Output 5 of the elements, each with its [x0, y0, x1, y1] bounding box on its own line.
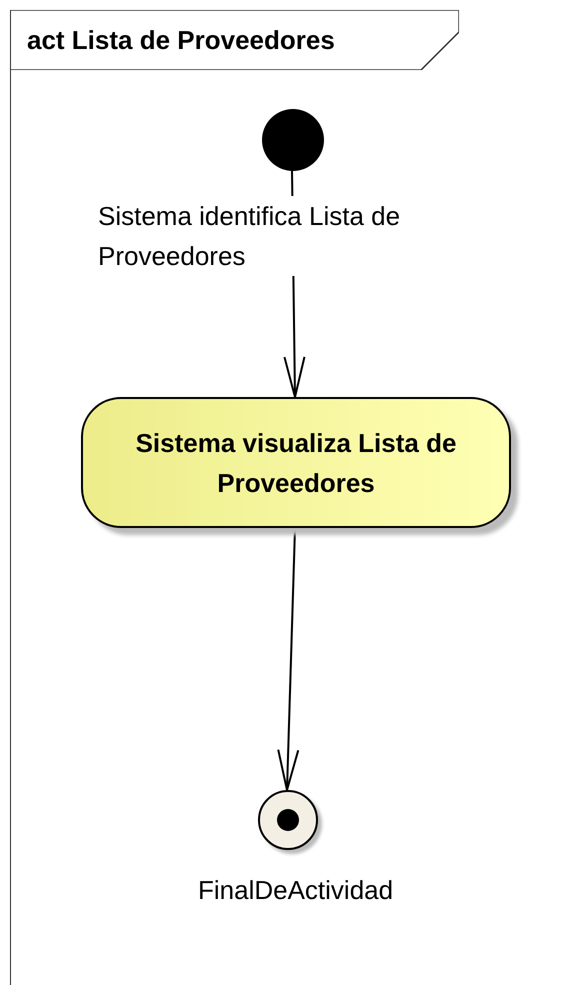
action-label: Sistema visualiza Lista de Proveedores — [134, 426, 458, 500]
action-box — [81, 397, 511, 528]
arrow — [277, 528, 300, 791]
frame-title: act Lista de Proveedores — [27, 24, 335, 56]
node-caption: FinalDeActividad — [198, 875, 394, 906]
